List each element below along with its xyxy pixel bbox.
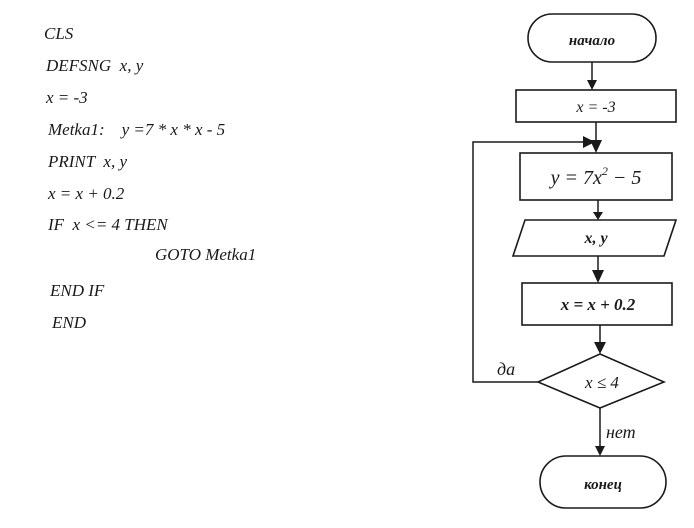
increment-label: x = x + 0.2 <box>560 295 636 314</box>
calc-exponent: 2 <box>602 164 608 178</box>
condition-label: x ≤ 4 <box>584 373 619 392</box>
init-label: x = -3 <box>575 99 615 116</box>
code-line-10: END <box>52 313 86 332</box>
code-line-1: CLS <box>44 24 74 43</box>
code-line-9: END IF <box>50 281 105 300</box>
start-label: начало <box>569 33 615 49</box>
arrow-condition-end <box>595 446 605 456</box>
no-label: нет <box>606 422 636 442</box>
end-terminator <box>539 455 667 509</box>
init-process <box>515 89 677 123</box>
code-line-5: PRINT x, y <box>48 152 128 171</box>
arrow-start-init <box>587 80 597 90</box>
code-line-8: GOTO Metka1 <box>155 245 257 264</box>
increment-process <box>521 282 673 326</box>
calc-suffix: − 5 <box>608 167 642 189</box>
calc-process <box>519 152 673 201</box>
arrow-init-calc <box>590 140 602 153</box>
loop-back-line <box>472 141 590 383</box>
arrow-loop-back <box>583 136 595 148</box>
yes-label: да <box>497 359 515 379</box>
end-label: конец <box>584 477 622 493</box>
code-line-6: x = x + 0.2 <box>48 184 125 203</box>
arrow-output-increment <box>592 270 604 283</box>
arrow-calc-output <box>593 212 603 220</box>
code-line-7: IF x <= 4 THEN <box>48 215 168 234</box>
arrow-increment-condition <box>594 342 606 354</box>
calc-label: y = 7x2 − 5 <box>549 164 642 189</box>
code-line-2: DEFSNG x, y <box>46 56 144 75</box>
code-line-3: x = -3 <box>46 88 88 107</box>
output-parallelogram <box>511 219 678 257</box>
output-label: x, y <box>583 230 608 247</box>
calc-prefix: y = 7x <box>549 167 602 189</box>
code-line-4: Metka1: y =7 * x * x - 5 <box>48 120 226 139</box>
